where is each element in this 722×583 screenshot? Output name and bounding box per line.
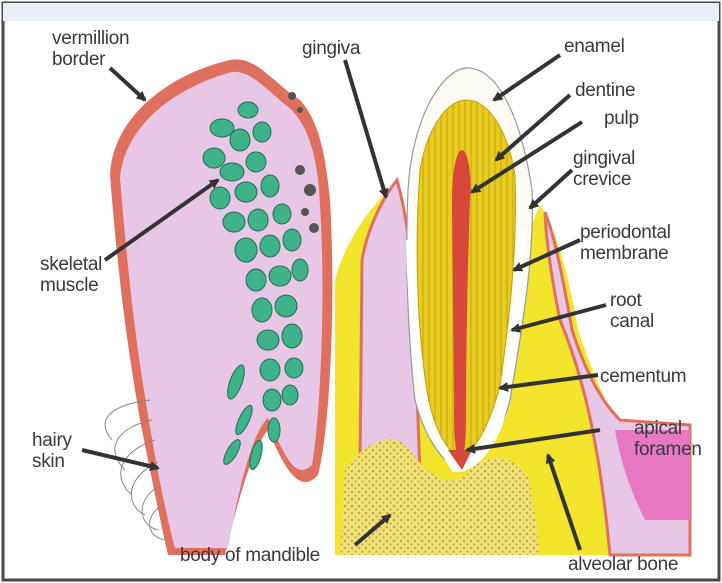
label-gingival-crevice: gingival crevice bbox=[573, 148, 635, 190]
label-hairy-skin: hairy skin bbox=[32, 430, 72, 472]
label-vermilion-border-line1: vermillion bbox=[52, 28, 129, 49]
frame-top-band bbox=[3, 3, 719, 21]
label-enamel: enamel bbox=[564, 36, 625, 57]
label-root-canal: root canal bbox=[610, 290, 654, 332]
label-skeletal-muscle-line1: skeletal bbox=[40, 254, 102, 275]
label-root-canal-line1: root bbox=[610, 290, 654, 311]
label-hairy-skin-line2: skin bbox=[32, 451, 72, 472]
label-apical-foramen-line1: apical bbox=[634, 418, 702, 439]
label-apical-foramen: apical foramen bbox=[634, 418, 702, 460]
label-vermilion-border: vermillion border bbox=[52, 28, 129, 70]
label-pulp: pulp bbox=[604, 108, 639, 129]
label-body-of-mandible: body of mandible bbox=[180, 545, 320, 566]
label-alveolar-bone: alveolar bone bbox=[568, 554, 678, 575]
label-skeletal-muscle-line2: muscle bbox=[40, 275, 102, 296]
label-cementum: cementum bbox=[600, 366, 686, 387]
label-periodontal-membrane-line2: membrane bbox=[580, 243, 671, 264]
label-dentine: dentine bbox=[575, 80, 635, 101]
label-vermilion-border-line2: border bbox=[52, 49, 129, 70]
label-hairy-skin-line1: hairy bbox=[32, 430, 72, 451]
label-skeletal-muscle: skeletal muscle bbox=[40, 254, 102, 296]
label-gingiva: gingiva bbox=[302, 38, 360, 59]
label-apical-foramen-line2: foramen bbox=[634, 439, 702, 460]
label-root-canal-line2: canal bbox=[610, 311, 654, 332]
label-periodontal-membrane: periodontal membrane bbox=[580, 222, 671, 264]
label-gingival-crevice-line1: gingival bbox=[573, 148, 635, 169]
label-periodontal-membrane-line1: periodontal bbox=[580, 222, 671, 243]
label-gingival-crevice-line2: crevice bbox=[573, 169, 635, 190]
